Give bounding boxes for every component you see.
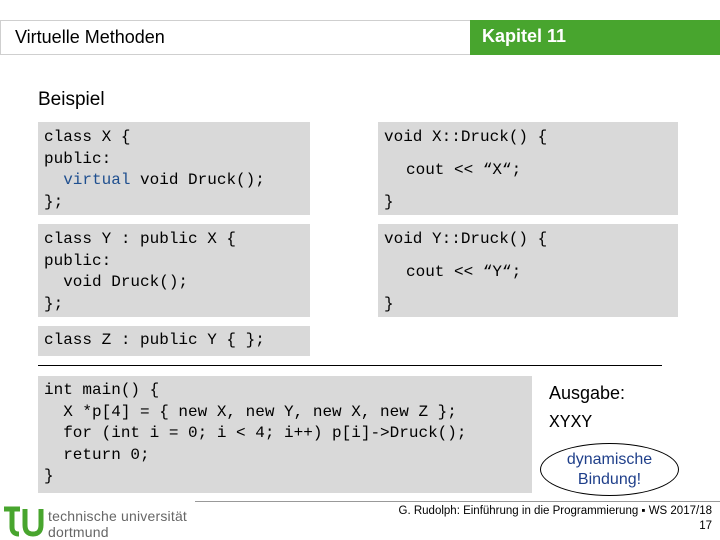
divider-line: [38, 365, 662, 366]
bubble-line2: Bindung!: [577, 470, 642, 488]
page-number: 17: [699, 519, 712, 532]
y-druck-close: }: [384, 295, 394, 313]
class-y-code: class Y : public X { public: void Druck(…: [44, 230, 237, 313]
header-title-bar: Virtuelle Methoden: [0, 20, 470, 55]
footer-rule: [195, 501, 720, 502]
chapter-bar: Kapitel 11: [470, 20, 720, 55]
citation-text: G. Rudolph: Einführung in die Programmie…: [398, 505, 712, 517]
bubble-line1: dynamische: [566, 450, 653, 468]
code-box-y-druck: void Y::Druck() { cout << “Y“; }: [378, 224, 678, 317]
chapter-label: Kapitel 11: [482, 26, 567, 46]
output-value: XYXY: [549, 413, 593, 433]
class-x-code: class X { public: virtual void Druck(); …: [44, 128, 265, 211]
code-box-class-y: class Y : public X { public: void Druck(…: [38, 224, 310, 317]
output-label: Ausgabe:: [549, 383, 626, 403]
y-druck-sig: void Y::Druck() {: [384, 230, 548, 248]
tu-logo-icon: [4, 506, 44, 537]
footer-citation: G. Rudolph: Einführung in die Programmie…: [399, 504, 712, 533]
x-druck-close: }: [384, 193, 394, 211]
x-druck-sig: void X::Druck() {: [384, 128, 548, 146]
virtual-keyword: virtual: [63, 171, 131, 189]
university-name: technische universität dortmund: [48, 508, 188, 540]
code-box-x-druck: void X::Druck() { cout << “X“; }: [378, 122, 678, 215]
y-druck-body: cout << “Y“;: [406, 263, 522, 281]
main-code: int main() { X *p[4] = { new X, new Y, n…: [44, 381, 467, 485]
x-druck-body: cout << “X“;: [406, 161, 522, 179]
header-title: Virtuelle Methoden: [15, 27, 165, 47]
code-box-main: int main() { X *p[4] = { new X, new Y, n…: [38, 376, 532, 493]
class-z-code: class Z : public Y { };: [44, 331, 265, 349]
code-box-class-z: class Z : public Y { };: [38, 326, 310, 356]
code-box-class-x: class X { public: virtual void Druck(); …: [38, 122, 310, 215]
section-title: Beispiel: [38, 89, 105, 110]
